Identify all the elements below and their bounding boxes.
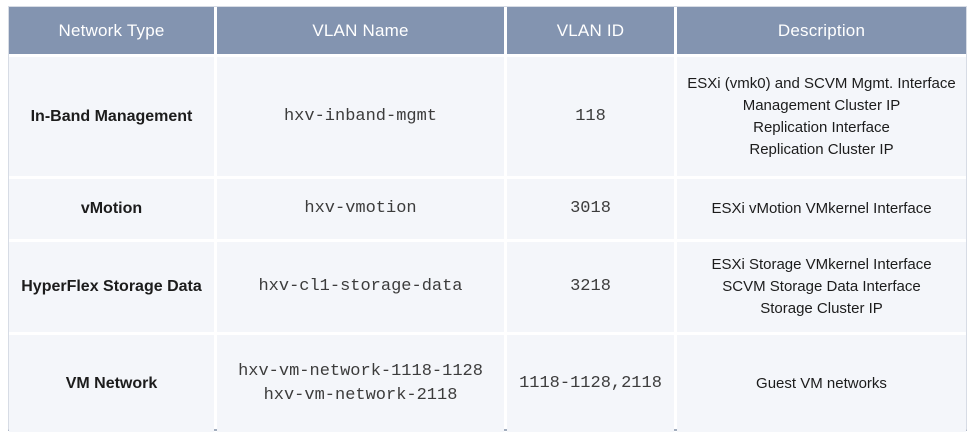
vlan-id-value: 3018	[570, 199, 611, 218]
vlan-name-cell: hxv-inband-mgmt	[217, 57, 504, 176]
network-type-cell: VM Network	[9, 335, 214, 432]
column-header-description: Description	[677, 7, 966, 54]
vlan-name-value: hxv-cl1-storage-data	[258, 277, 463, 296]
vlan-name-cell: hxv-cl1-storage-data	[217, 242, 504, 332]
vlan-name-cell: hxv-vmotion	[217, 179, 504, 239]
description-line: Management Cluster IP	[742, 96, 901, 114]
vlan-id-cell: 118	[507, 57, 674, 176]
column-header-vlan-id: VLAN ID	[507, 7, 674, 54]
description-cell: Guest VM networks	[677, 335, 966, 432]
vlan-name-value: hxv-vm-network-1118-1128	[238, 361, 483, 381]
description-line: Guest VM networks	[756, 374, 887, 392]
description-line: Storage Cluster IP	[760, 300, 883, 317]
column-header-label: Network Type	[58, 20, 165, 40]
description-line: ESXi Storage VMkernel Interface	[711, 256, 932, 273]
description-line: SCVM Storage Data Interface	[722, 278, 921, 295]
network-type-cell: HyperFlex Storage Data	[9, 242, 214, 332]
description-cell: ESXi (vmk0) and SCVM Mgmt. Interface Man…	[677, 57, 966, 176]
network-type-label: vMotion	[80, 200, 143, 217]
description-cell: ESXi Storage VMkernel Interface SCVM Sto…	[677, 242, 966, 332]
network-type-label: In-Band Management	[30, 107, 193, 125]
description-line: Replication Interface	[753, 118, 890, 136]
description-line: ESXi vMotion VMkernel Interface	[711, 200, 932, 217]
vlan-name-value: hxv-inband-mgmt	[283, 106, 438, 126]
vlan-id-value: 1118-1128,2118	[519, 373, 662, 393]
description-line: ESXi (vmk0) and SCVM Mgmt. Interface	[687, 74, 956, 92]
vlan-id-value: 118	[575, 106, 606, 126]
vlan-name-value: hxv-vmotion	[304, 199, 417, 218]
column-header-label: VLAN Name	[312, 20, 409, 40]
vlan-id-cell: 3218	[507, 242, 674, 332]
network-type-label: VM Network	[65, 374, 158, 392]
column-header-label: Description	[777, 20, 866, 40]
column-header-label: VLAN ID	[556, 20, 625, 40]
network-type-label: HyperFlex Storage Data	[21, 278, 202, 295]
description-line: Replication Cluster IP	[749, 140, 894, 158]
column-header-vlan-name: VLAN Name	[217, 7, 504, 54]
vlan-id-value: 3218	[570, 277, 611, 296]
vlan-name-cell: hxv-vm-network-1118-1128 hxv-vm-network-…	[217, 335, 504, 432]
network-type-cell: In-Band Management	[9, 57, 214, 176]
vlan-name-value: hxv-vm-network-2118	[263, 385, 458, 405]
network-type-cell: vMotion	[9, 179, 214, 239]
vlan-id-cell: 3018	[507, 179, 674, 239]
description-cell: ESXi vMotion VMkernel Interface	[677, 179, 966, 239]
vlan-id-cell: 1118-1128,2118	[507, 335, 674, 432]
column-header-network-type: Network Type	[9, 7, 214, 54]
vlan-configuration-table: Network Type VLAN Name VLAN ID Descripti…	[8, 6, 967, 432]
